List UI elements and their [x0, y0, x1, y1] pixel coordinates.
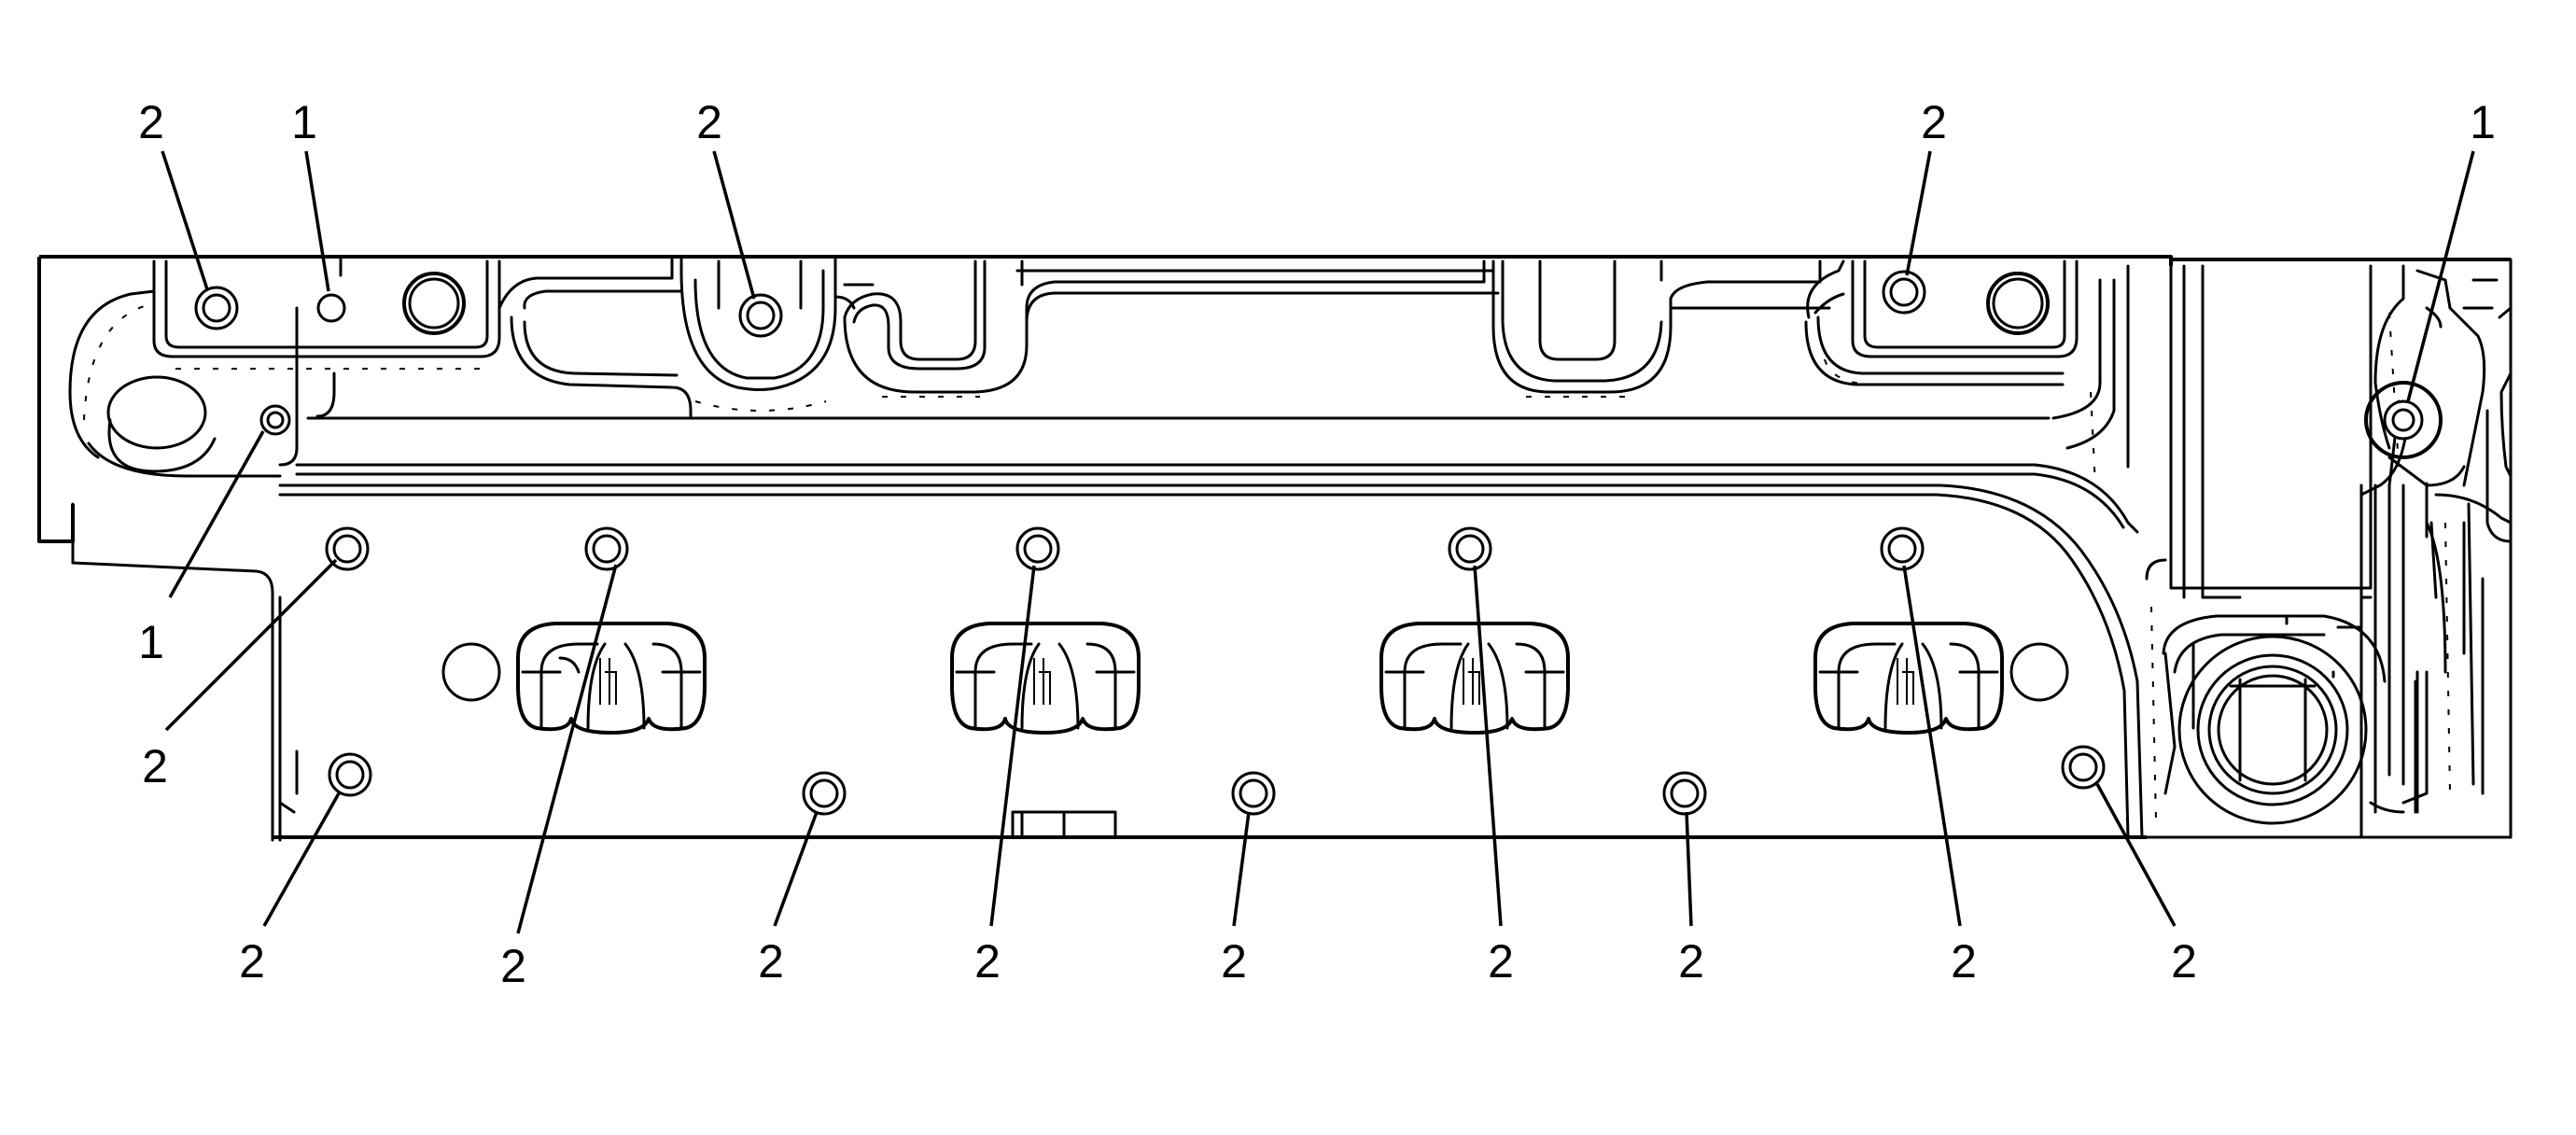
top-large-hole-left: [402, 272, 466, 335]
callout-labels: 2 1 2 2 1 1 2 2 2 2 2 2 2 2 2 2: [138, 96, 2496, 992]
callout-bolt-top-left: 2: [138, 96, 164, 148]
lower-left-bracket: [278, 745, 1117, 839]
callout-bolt-top-right: 2: [1921, 96, 1947, 148]
callout-bolt-upper-2: 2: [974, 935, 1001, 988]
bolt-hole: [1882, 270, 1926, 315]
callout-bolt-left-lower: 2: [239, 935, 265, 988]
bolt-hole: [194, 286, 239, 330]
callout-bolt-upper-1: 2: [500, 940, 526, 992]
bolt-hole: [1662, 771, 1707, 816]
bolt-hole: [2061, 745, 2106, 790]
locating-holes: [402, 272, 2069, 702]
left-boss: [68, 289, 336, 478]
locating-hole-left: [441, 642, 501, 702]
locating-hole-right: [2009, 642, 2069, 702]
top-channel-2: [679, 258, 875, 412]
top-channel-4: [1491, 259, 1831, 398]
port-lobe-4: [1813, 622, 2004, 735]
bolt-hole: [1880, 526, 1925, 571]
top-large-hole-right: [1986, 272, 2050, 335]
bolt-hole: [584, 526, 629, 571]
top-pad-right: [1804, 259, 2079, 386]
bolt-holes: [194, 270, 2106, 816]
callout-bolt-upper-4: 2: [1951, 935, 1977, 988]
bolt-hole: [1231, 771, 1276, 816]
callout-bolt-lower-2: 2: [1221, 935, 1247, 988]
callout-bolt-lower-3: 2: [1678, 935, 1704, 988]
callout-dowel-left: 1: [138, 616, 164, 668]
port-lobe-3: [1379, 622, 1570, 735]
bolt-hole: [1448, 526, 1492, 571]
upper-rail-lines: [278, 258, 2144, 839]
port-lobe-2: [950, 622, 1141, 735]
dowel-hole-left-boss: [259, 404, 291, 436]
leader-lines: [161, 150, 2475, 934]
port-lobe-1: [516, 622, 707, 735]
right-circular-port: [2177, 635, 2368, 825]
callout-bolt-upper-3: 2: [1488, 935, 1514, 988]
callout-bolt-right-lower: 2: [2171, 935, 2197, 988]
bolt-hole: [738, 293, 783, 338]
dowel-holes: [259, 293, 2443, 459]
callout-dowel-top-right: 1: [2470, 96, 2496, 148]
cylinder-head-outline: [37, 255, 2513, 842]
callout-dowel-top-left: 1: [291, 96, 317, 148]
dowel-hole-top-left: [316, 293, 346, 323]
right-end-section: [2051, 264, 2513, 822]
callout-bolt-top-center: 2: [696, 96, 722, 148]
bolt-hole: [802, 771, 847, 816]
bolt-hole: [1015, 526, 1060, 571]
dowel-hole-right: [2364, 381, 2443, 459]
bolt-hole: [328, 752, 372, 797]
top-pad-left: [152, 258, 693, 420]
callout-bolt-left-upper: 2: [142, 740, 168, 792]
top-channel-3: [843, 259, 1500, 398]
callout-bolt-lower-1: 2: [758, 935, 784, 988]
bolt-hole: [325, 526, 370, 571]
